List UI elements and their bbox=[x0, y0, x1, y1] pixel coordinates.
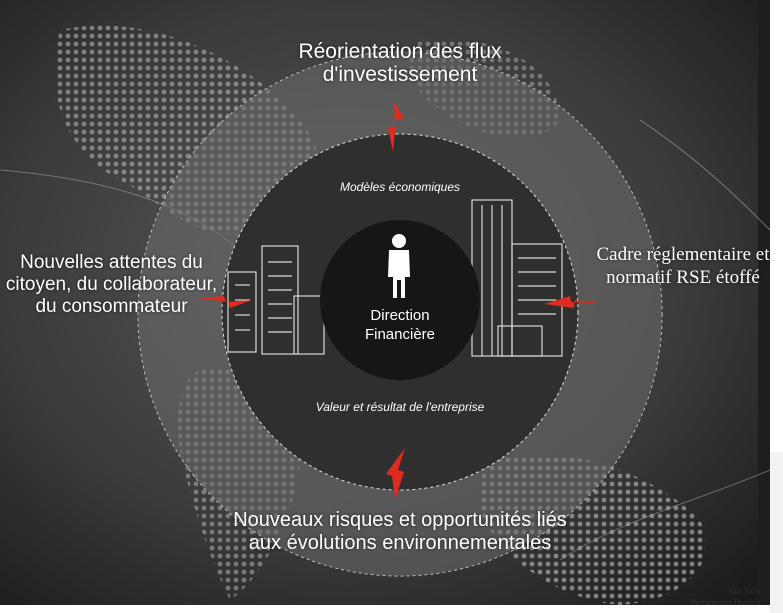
arrows-icon bbox=[198, 102, 605, 500]
arrow-left-icon bbox=[198, 296, 252, 308]
arrow-right-icon bbox=[544, 296, 605, 308]
person-icon bbox=[388, 234, 410, 298]
left-label: Nouvelles attentes du citoyen, du collab… bbox=[5, 252, 218, 317]
footer-title: Performance Durable bbox=[691, 598, 760, 607]
inner-bottom-label: Valeur et résultat de l'entreprise bbox=[315, 400, 485, 414]
arrow-bottom-icon bbox=[386, 448, 405, 500]
arrow-top-icon bbox=[388, 102, 404, 152]
buildings-right-icon bbox=[471, 199, 563, 357]
top-label: Réorientation des flux d'investissement bbox=[298, 40, 502, 86]
bottom-label: Nouveaux risques et opportunités liés au… bbox=[233, 509, 567, 554]
center-disc bbox=[320, 220, 480, 380]
buildings-left-icon bbox=[227, 245, 325, 355]
center-label: Direction Financière bbox=[364, 307, 436, 343]
inner-top-label: Modèles économiques bbox=[339, 180, 461, 194]
inner-dashed-ring bbox=[221, 133, 579, 491]
footer-date: Mai 2020 bbox=[729, 587, 760, 596]
right-label: Cadre réglementaire et normatif RSE étof… bbox=[596, 244, 770, 288]
